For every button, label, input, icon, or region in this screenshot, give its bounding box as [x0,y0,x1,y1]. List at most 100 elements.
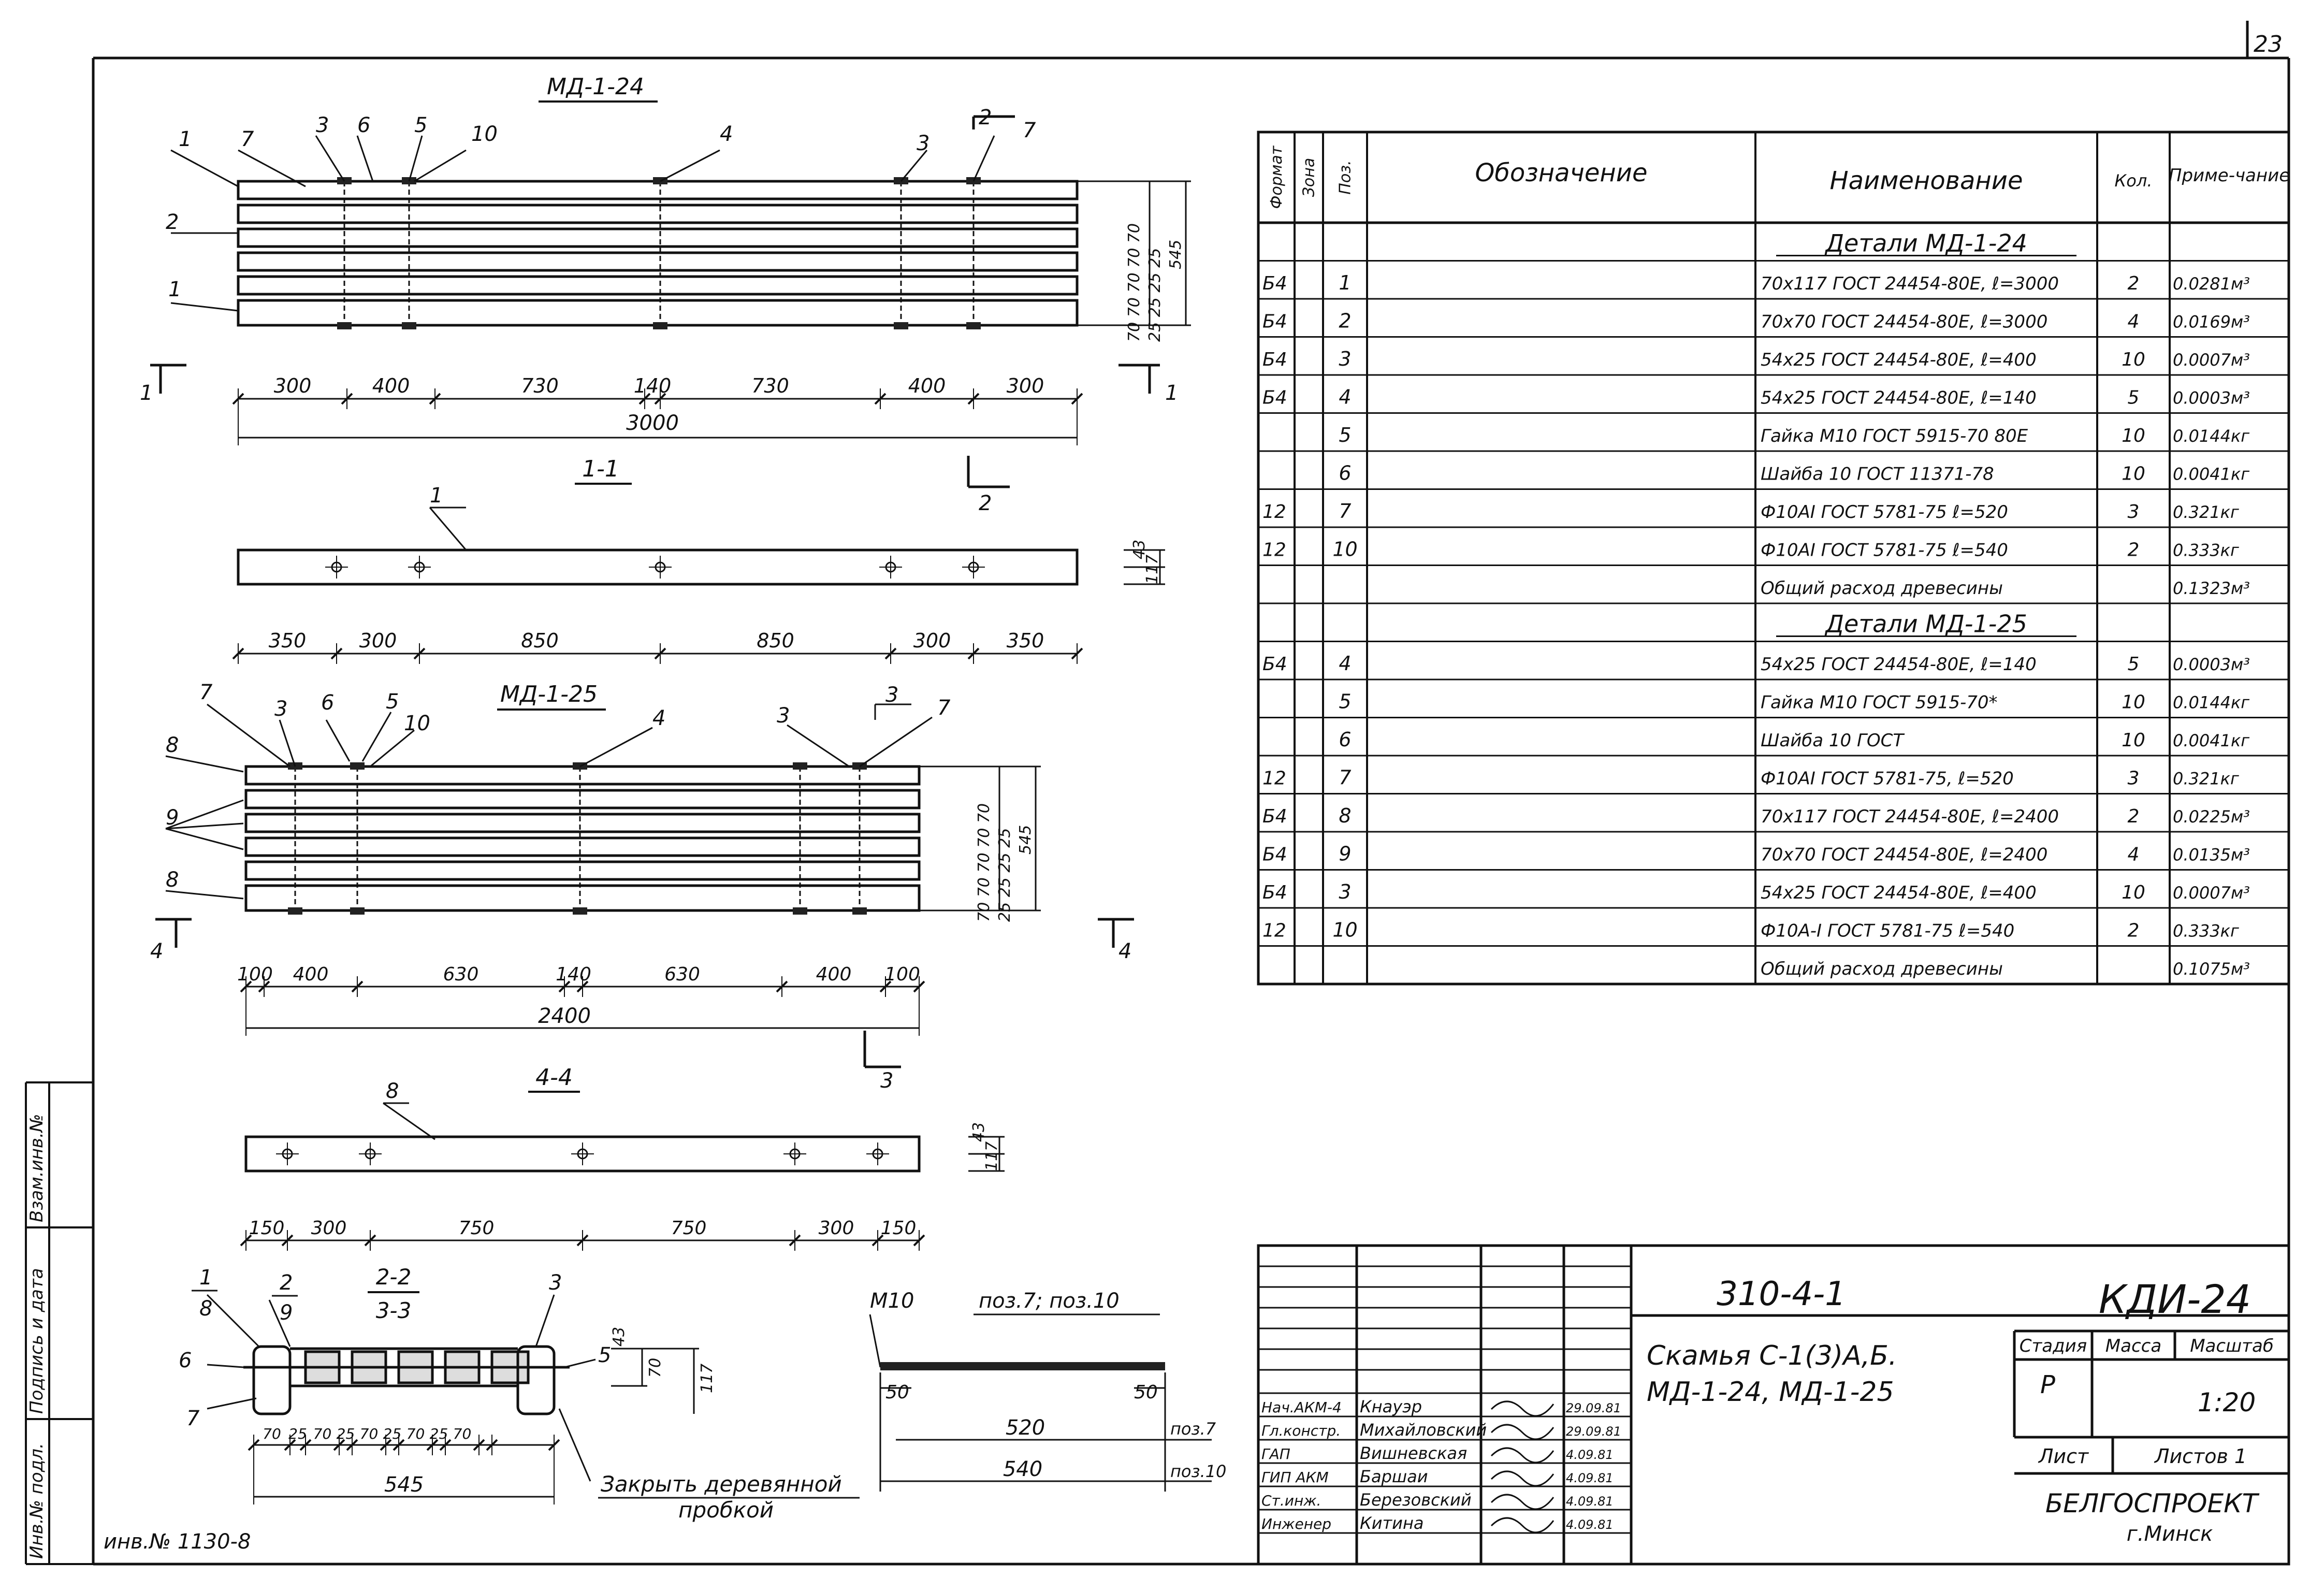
nut-bottom [653,322,667,329]
sec22-h117: 117 [698,1364,716,1393]
spec-cell-name: Ф10АI ГОСТ 5781-75, ℓ=520 [1761,769,2014,789]
md124-callout-1a: 1 [179,127,192,151]
spec-cell-note: 0.0281м³ [2173,274,2250,294]
sheets-header: Листов 1 [2154,1445,2247,1468]
spec-cell-note: 0.333кг [2173,921,2239,941]
nut-bottom [793,907,807,915]
md124-callout-10: 10 [471,122,498,146]
spec-cell-name: Шайба 10 ГОСТ 11371-78 [1761,464,1994,485]
md124-section-marks [150,115,1160,488]
spec-cell-pos: 7 [1339,500,1351,523]
dim-label: 300 [1007,374,1044,397]
spec-cell-pos: 4 [1339,652,1351,675]
rod-dim-520: 520 [1006,1416,1045,1440]
dim-label: 25 [337,1425,355,1442]
signature-name: Вишневская [1360,1443,1467,1463]
dim-label: 300 [274,374,312,397]
md124-total: 3000 [626,411,679,435]
md125-callout-8b: 8 [166,868,179,892]
dim-label: 100 [884,964,920,985]
signature-date: 4.09.81 [1566,1494,1614,1509]
sec22-callout-1: 1 [199,1266,212,1290]
dim-label: 70 [453,1425,472,1442]
spec-cell-pos: 5 [1339,690,1351,713]
dim-label: 850 [521,629,559,652]
sheet-header: Лист [2038,1445,2089,1468]
spec-cell-note: 0.0135м³ [2173,845,2250,865]
spec-header-1: Зона [1300,158,1318,197]
dim-label: 300 [819,1218,854,1239]
spec-cell-note: 0.0169м³ [2173,312,2250,332]
handwritten-signature [1490,1517,1555,1534]
sec22-profile [243,1345,570,1415]
spec-cell-pos: 8 [1339,804,1351,827]
dim-label: 25 [383,1425,402,1442]
spec-cell-format: Б4 [1262,806,1287,827]
spec-cell-name: 54х25 ГОСТ 24454-80Е, ℓ=400 [1761,883,2037,903]
md124-callout-5: 5 [414,113,427,137]
sec22-note-line1: Закрыть деревянной [601,1471,842,1497]
md125-callout-6: 6 [321,691,334,715]
md124-callout-6: 6 [357,113,370,137]
spec-cell-pos: 10 [1332,919,1357,942]
nut-bottom [894,322,908,329]
dim-label: 630 [443,964,479,985]
md124-callout-7b: 7 [1023,119,1036,142]
sec22-height-dims [611,1348,699,1414]
mass-header: Масса [2105,1336,2161,1356]
sec11-title: 1-1 [582,456,619,482]
scale-header: Масштаб [2190,1336,2274,1356]
md125-callout-7b: 7 [937,696,951,720]
sec22-leaders [206,1294,596,1482]
signature-role: Нач.АКМ-4 [1261,1399,1342,1416]
sec44-holes [276,1142,889,1165]
dim-label: 140 [556,964,591,985]
spec-cell-name: Детали МД-1-24 [1824,229,2027,257]
spec-cell-note: 0.1075м³ [2173,959,2250,979]
sec22-callout-9: 9 [280,1301,293,1325]
spec-cell-format: 12 [1262,540,1286,561]
spec-header-note: Приме-чание [2169,165,2290,186]
sec22-callout-2: 2 [280,1271,293,1295]
md125-callout-8a: 8 [166,733,179,757]
md124-vdims-b: 25 25 25 25 [1146,248,1164,342]
spec-cell-note: 0.0041кг [2173,731,2249,750]
spec-cell-format: Б4 [1262,844,1287,865]
dim-label: 400 [372,374,410,397]
sec22-callout-7: 7 [186,1407,200,1430]
sec22-note-line2: пробкой [678,1497,774,1523]
spec-cell-note: 0.0003м³ [2173,655,2250,674]
spec-header-name: Наименование [1829,166,2023,195]
spec-cell-format: 12 [1262,920,1286,942]
sec11-holes [325,556,985,578]
signature-role: ГИП АКМ [1261,1469,1329,1486]
spec-cell-name: Шайба 10 ГОСТ [1761,730,1905,751]
handwritten-signature [1490,1447,1555,1464]
spec-cell-note: 0.321кг [2173,502,2239,522]
spec-header-designation: Обозначение [1475,158,1647,187]
sec44-board [244,1135,921,1173]
md125-callout-7a: 7 [199,681,213,704]
nut-bottom [288,907,302,915]
spec-cell-qty: 10 [2122,464,2145,485]
spec-cell-qty: 2 [2128,806,2140,827]
dim-label: 70 [313,1425,332,1442]
organization-city: г.Минск [2127,1522,2213,1546]
rod-bar [880,1362,1165,1370]
signature-name: Кнауэр [1360,1397,1422,1416]
spec-cell-qty: 10 [2122,692,2145,713]
md125-callout-3a: 3 [274,697,287,721]
signature-date: 4.09.81 [1566,1471,1614,1485]
